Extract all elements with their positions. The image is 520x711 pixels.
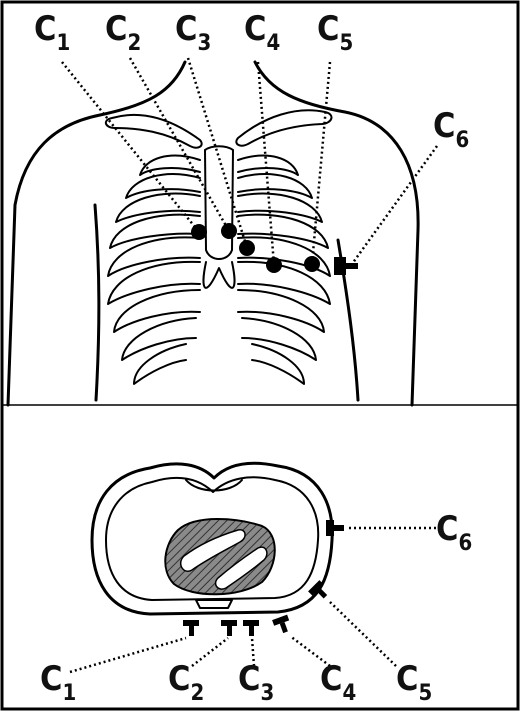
label-top-c2: C2 [105, 9, 141, 56]
heart [165, 519, 274, 594]
electrode-section-c6 [326, 520, 344, 536]
electrode-section-c1 [183, 620, 199, 636]
torso-figure [8, 62, 418, 405]
label-bottom-c2: C2 [168, 659, 204, 706]
label-top-c6: C6 [433, 106, 469, 153]
label-top-c1: C1 [34, 9, 70, 56]
label-bottom-c5: C5 [396, 659, 432, 706]
labels-top: C1 C2 C3 C4 C5 C6 [34, 9, 469, 153]
electrode-section-c4 [272, 615, 293, 636]
label-bottom-c3: C3 [238, 659, 274, 706]
label-bottom-c4: C4 [320, 659, 356, 706]
rib-cage [106, 110, 332, 384]
electrode-c5 [304, 256, 320, 272]
label-top-c3: C3 [175, 9, 211, 56]
electrode-c4 [266, 257, 282, 273]
label-bottom-c1: C1 [40, 659, 76, 706]
label-top-c4: C4 [244, 9, 280, 56]
electrode-section-c3 [243, 620, 259, 636]
label-bottom-c6: C6 [436, 509, 472, 556]
label-top-c5: C5 [317, 9, 353, 56]
electrode-section-c2 [221, 620, 237, 636]
electrode-c2 [221, 223, 237, 239]
electrode-c3 [239, 240, 255, 256]
electrodes-chest [191, 223, 358, 275]
